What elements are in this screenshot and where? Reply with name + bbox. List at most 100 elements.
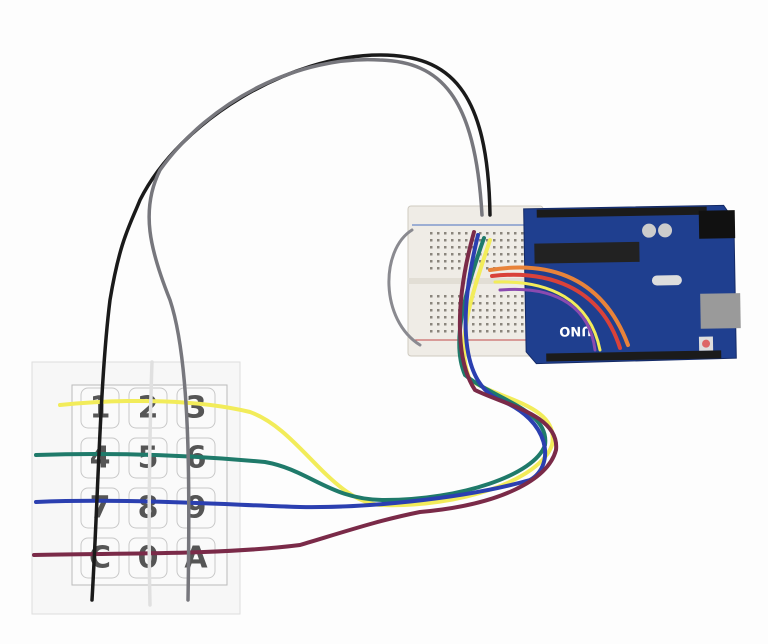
keypad-key-outline [176,387,216,429]
breadboard-hole [521,260,524,263]
wire-gray [147,57,484,602]
breadboard-hole [430,309,433,312]
breadboard-hole [465,253,468,256]
keypad-key-3[interactable]: 3 [186,391,207,426]
wire-red [490,272,622,350]
breadboard-hole [486,267,489,270]
breadboard-hole [437,316,440,319]
breadboard-hole [486,316,489,319]
breadboard-hole [458,232,461,235]
capacitor [642,223,657,238]
breadboard-hole [465,239,468,242]
breadboard-hole [507,253,510,256]
breadboard-hole [507,302,510,305]
breadboard-hole [472,316,475,319]
breadboard-hole [514,316,517,319]
breadboard-hole [458,246,461,249]
breadboard-hole [500,330,503,333]
breadboard-hole [444,239,447,242]
breadboard-hole [514,330,517,333]
wire-purple [498,287,597,352]
keypad-key-9[interactable]: 9 [186,491,207,526]
breadboard-hole [479,316,482,319]
breadboard-hole [500,253,503,256]
breadboard-hole [507,246,510,249]
keypad-key-outline [80,487,120,529]
breadboard-hole [500,323,503,326]
breadboard-hole [437,253,440,256]
breadboard-hole [451,323,454,326]
breadboard-hole [458,239,461,242]
wires [32,53,630,607]
breadboard-hole [479,295,482,298]
breadboard-hole [444,323,447,326]
arduino-uno-board: UNO [523,204,741,365]
breadboard-hole [521,309,524,312]
breadboard-hole [451,246,454,249]
breadboard-hole [437,246,440,249]
keypad-key-7[interactable]: 7 [90,491,111,526]
breadboard-hole [430,253,433,256]
breadboard-hole [451,260,454,263]
wire-blue [34,233,547,510]
breadboard-hole [479,309,482,312]
capacitor [658,223,673,238]
breadboard-hole [437,267,440,270]
breadboard-hole [479,232,482,235]
uno-logo: UNO [559,323,592,339]
breadboard-hole [486,295,489,298]
breadboard-hole [521,323,524,326]
breadboard-hole [514,239,517,242]
breadboard-hole [437,232,440,235]
breadboard-hole [493,309,496,312]
keypad-key-outline [176,537,216,579]
breadboard-hole [472,323,475,326]
breadboard-hole [493,302,496,305]
breadboard-hole [430,232,433,235]
breadboard-hole [507,330,510,333]
breadboard-hole [486,330,489,333]
breadboard-hole [514,232,517,235]
breadboard-hole [493,295,496,298]
reset-button-cap [702,339,711,348]
breadboard-hole [451,295,454,298]
breadboard-hole [493,323,496,326]
wire-orange [488,265,630,347]
breadboard-hole [479,302,482,305]
breadboard-hole [430,323,433,326]
breadboard-hole [430,330,433,333]
breadboard-hole [514,246,517,249]
breadboard-hole [521,239,524,242]
keypad-key-outline [176,487,216,529]
breadboard-hole [493,232,496,235]
breadboard-hole [521,316,524,319]
breadboard-hole [458,295,461,298]
breadboard-hole [430,239,433,242]
breadboard-hole [430,295,433,298]
breadboard-hole [493,260,496,263]
breadboard-hole [444,295,447,298]
breadboard-hole [514,309,517,312]
usb-port [700,293,741,329]
breadboard-hole [493,239,496,242]
breadboard-hole [451,239,454,242]
breadboard-hole [451,302,454,305]
breadboard-hole [479,260,482,263]
breadboard-hole [486,323,489,326]
breadboard-hole [444,330,447,333]
breadboard-hole [444,302,447,305]
breadboard-hole [486,309,489,312]
breadboard-hole [430,316,433,319]
breadboard-hole [500,246,503,249]
keypad-key-outline [80,537,120,579]
breadboard-hole [514,323,517,326]
wire-black [90,53,492,602]
breadboard-hole [500,295,503,298]
breadboard-hole [465,232,468,235]
keypad-key-2[interactable]: 2 [138,391,159,426]
breadboard-hole [451,232,454,235]
breadboard-hole [451,309,454,312]
wire-white [147,360,154,607]
